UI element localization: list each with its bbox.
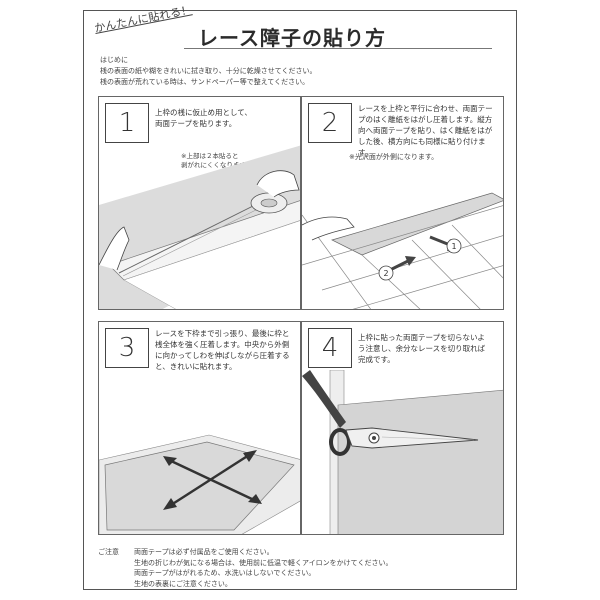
step-3-line-4: と、きれいに貼れます。: [155, 362, 237, 371]
step-4-line-3: 完成です。: [358, 355, 395, 364]
step-3-illustration: [99, 434, 300, 534]
step-2-illustration: 1 2: [302, 175, 503, 309]
intro-line-2: 桟の表面が荒れている時は、サンドペーパー等で整えてください。: [100, 78, 310, 86]
intro-text: はじめに 桟の表面の紙や糊をきれいに拭き取り、十分に乾燥させてください。 桟の表…: [100, 55, 317, 88]
step-number-2: 2: [308, 103, 352, 143]
step-text-1: 上枠の桟に仮止め用として、 両面テープを貼ります。: [155, 107, 295, 129]
step-text-2: レースを上枠と平行に合わせ、両面テー プのはく離紙をはがし圧着します。縦方 向へ…: [358, 103, 498, 158]
step-1-illustration: [99, 145, 300, 309]
arrow-1-marker: [446, 238, 462, 254]
step-text-3: レースを下枠まで引っ張り、最後に枠と 桟全体を強く圧着します。中央から外側 に向…: [155, 328, 295, 372]
arrow-1-label: 1: [451, 242, 456, 251]
intro-line-1: 桟の表面の紙や糊をきれいに拭き取り、十分に乾燥させてください。: [100, 67, 317, 75]
step-1-note-line-1: ※上部は２本貼ると: [181, 152, 239, 160]
intro-heading: はじめに: [100, 56, 128, 64]
instruction-sheet: かんたんに貼れる！ レース障子の貼り方 はじめに 桟の表面の紙や糊をきれいに拭き…: [83, 3, 517, 590]
step-3-line-2: 桟全体を強く圧着します。中央から外側: [155, 340, 290, 349]
step-1-note-line-2: 剥がれにくくなります。: [181, 161, 252, 169]
step-note-1: ※上部は２本貼ると 剥がれにくくなります。: [181, 152, 252, 170]
step-2-line-3: 向へ両面テープを貼り、はく離紙をはが: [358, 126, 493, 135]
step-4-line-1: 上枠に貼った両面テープを切らないよ: [358, 333, 485, 342]
step-number-3: 3: [105, 328, 149, 368]
step-text-4: 上枠に貼った両面テープを切らないよ う注意し、余分なレースを切り取れば 完成です…: [358, 332, 498, 365]
step-2-note-line-1: ※光沢面が外側になります。: [349, 153, 439, 161]
step-3-line-1: レースを下枠まで引っ張り、最後に枠と: [155, 329, 290, 338]
step-panel-4: 4 上枠に貼った両面テープを切らないよ う注意し、余分なレースを切り取れば 完成…: [301, 321, 504, 535]
step-2-line-4: した後、横方向にも同様に貼り付けます。: [358, 137, 486, 157]
title-underline: [184, 48, 492, 49]
step-panel-1: 1 上枠の桟に仮止め用として、 両面テープを貼ります。 ※上部は２本貼ると 剥が…: [98, 96, 301, 310]
step-2-line-2: プのはく離紙をはがし圧着します。縦方: [358, 115, 493, 124]
step-4-line-2: う注意し、余分なレースを切り取れば: [358, 344, 486, 353]
arrow-2-label: 2: [383, 269, 388, 278]
step-2-line-1: レースを上枠と平行に合わせ、両面テー: [358, 104, 493, 113]
page-title: レース障子の貼り方: [198, 26, 386, 50]
step-panel-2: 2 レースを上枠と平行に合わせ、両面テー プのはく離紙をはがし圧着します。縦方 …: [301, 96, 504, 310]
step-1-line-2: 両面テープを貼ります。: [155, 119, 237, 128]
caution-line-2: 生地の折じわが気になる場合は、使用前に低温で軽くアイロンをかけてください。: [134, 558, 393, 567]
step-panel-3: 3 レースを下枠まで引っ張り、最後に枠と 桟全体を強く圧着します。中央から外側 …: [98, 321, 301, 535]
caution-line-1: 両面テープは必ず付属品をご使用ください。: [134, 548, 274, 556]
step-1-line-1: 上枠の桟に仮止め用として、: [155, 108, 252, 117]
step-number-4: 4: [308, 328, 352, 368]
arrow-2-marker: [378, 265, 394, 281]
caution-line-4: 生地の表裏にご注意ください。: [134, 579, 232, 588]
caution-label: ご注意: [98, 548, 119, 556]
step-3-line-3: に向かってしわを伸ばしながら圧着する: [155, 351, 290, 360]
caution-line-3: 両面テープがはがれるため、水洗いはしないでください。: [134, 569, 316, 577]
caution-lines: 両面テープは必ず付属品をご使用ください。 生地の折じわが気になる場合は、使用前に…: [134, 547, 514, 589]
tagline: かんたんに貼れる！: [93, 3, 193, 36]
step-number-1: 1: [105, 103, 149, 143]
step-note-2: ※光沢面が外側になります。: [349, 153, 438, 162]
step-4-illustration: [302, 370, 503, 534]
